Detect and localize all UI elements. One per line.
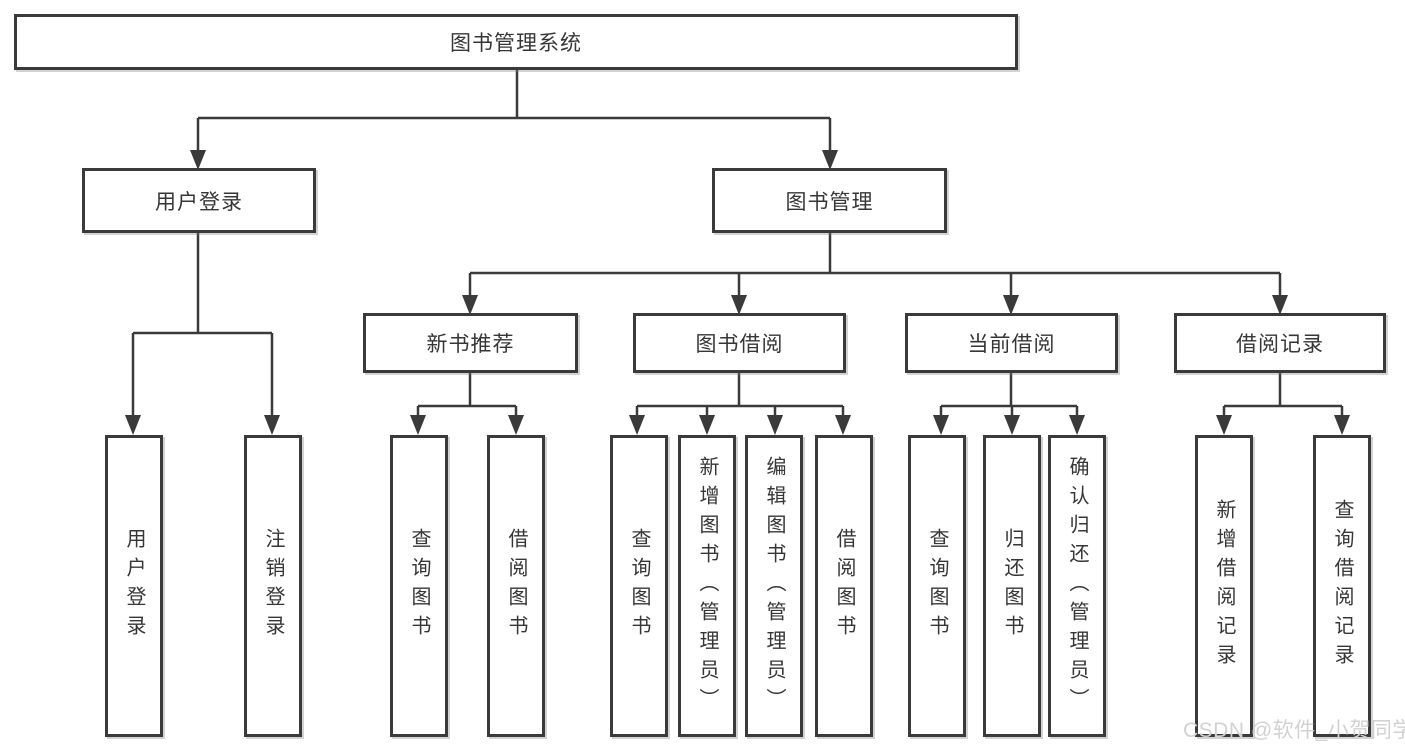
leaf-borrow-books-label: 借阅图书	[833, 528, 855, 644]
arrow-icon	[767, 415, 783, 435]
leaf-confirm-return-admin: 确认归还（管理员）	[1048, 435, 1106, 737]
arrow-icon	[264, 415, 280, 435]
connector-path	[131, 70, 1344, 417]
leaf-user-login-label: 用户登录	[123, 528, 145, 644]
arrow-icon	[731, 295, 747, 315]
arrow-icon	[699, 415, 715, 435]
node-current-borrow-label: 当前借阅	[967, 333, 1056, 356]
node-book-management-label: 图书管理	[785, 190, 874, 214]
node-new-book-recommend: 新书推荐	[363, 313, 578, 373]
arrow-icon	[190, 150, 206, 170]
leaf-edit-books-admin-label: 编辑图书（管理员）	[763, 455, 785, 717]
arrow-icon	[629, 415, 645, 435]
leaf-query-books-current-label: 查询图书	[926, 528, 948, 644]
leaf-query-books-borrow-label: 查询图书	[628, 528, 650, 644]
arrow-icon	[1069, 415, 1085, 435]
leaf-confirm-return-admin-label: 确认归还（管理员）	[1066, 455, 1088, 717]
leaf-return-books: 归还图书	[983, 435, 1041, 737]
leaf-add-books-admin: 新增图书（管理员）	[678, 435, 736, 737]
node-root-label: 图书管理系统	[450, 32, 582, 55]
leaf-add-books-admin-label: 新增图书（管理员）	[696, 455, 718, 717]
arrow-icon	[1003, 295, 1019, 315]
arrow-icon	[1216, 415, 1232, 435]
arrow-icon	[462, 295, 478, 315]
arrow-icon	[1272, 295, 1288, 315]
node-book-borrow-label: 图书借阅	[695, 333, 784, 356]
leaf-query-books-recommend-label: 查询图书	[408, 528, 430, 644]
leaf-query-borrow-record-label: 查询借阅记录	[1331, 499, 1353, 673]
arrowheads	[125, 150, 1350, 435]
leaf-logout: 注销登录	[244, 435, 302, 737]
node-new-book-recommend-label: 新书推荐	[426, 333, 515, 356]
arrow-icon	[822, 150, 838, 170]
leaf-add-borrow-record-label: 新增借阅记录	[1213, 499, 1235, 673]
arrow-icon	[125, 415, 141, 435]
leaf-logout-label: 注销登录	[262, 528, 284, 644]
leaf-add-borrow-record: 新增借阅记录	[1195, 435, 1253, 737]
node-book-management: 图书管理	[712, 168, 947, 233]
node-user-login: 用户登录	[82, 168, 316, 233]
leaf-user-login: 用户登录	[105, 435, 163, 737]
arrow-icon	[835, 415, 851, 435]
node-borrow-records-label: 借阅记录	[1236, 333, 1324, 356]
node-book-borrow: 图书借阅	[633, 313, 846, 373]
leaf-query-borrow-record: 查询借阅记录	[1313, 435, 1371, 737]
node-borrow-records: 借阅记录	[1174, 313, 1386, 373]
arrow-icon	[1004, 415, 1020, 435]
arrow-icon	[1334, 415, 1350, 435]
node-root: 图书管理系统	[14, 14, 1018, 70]
watermark: CSDN @软件_小贺同学	[1183, 719, 1405, 742]
node-user-login-label: 用户登录	[155, 190, 243, 214]
leaf-borrow-books-recommend-label: 借阅图书	[505, 528, 527, 644]
node-current-borrow: 当前借阅	[905, 313, 1118, 373]
leaf-borrow-books-recommend: 借阅图书	[487, 435, 545, 737]
arrow-icon	[508, 415, 524, 435]
leaf-query-books-current: 查询图书	[908, 435, 966, 737]
leaf-borrow-books: 借阅图书	[815, 435, 873, 737]
leaf-return-books-label: 归还图书	[1001, 528, 1023, 644]
arrow-icon	[410, 415, 426, 435]
leaf-query-books-borrow: 查询图书	[610, 435, 668, 737]
leaf-edit-books-admin: 编辑图书（管理员）	[745, 435, 803, 737]
arrow-icon	[933, 415, 949, 435]
leaf-query-books-recommend: 查询图书	[390, 435, 448, 737]
